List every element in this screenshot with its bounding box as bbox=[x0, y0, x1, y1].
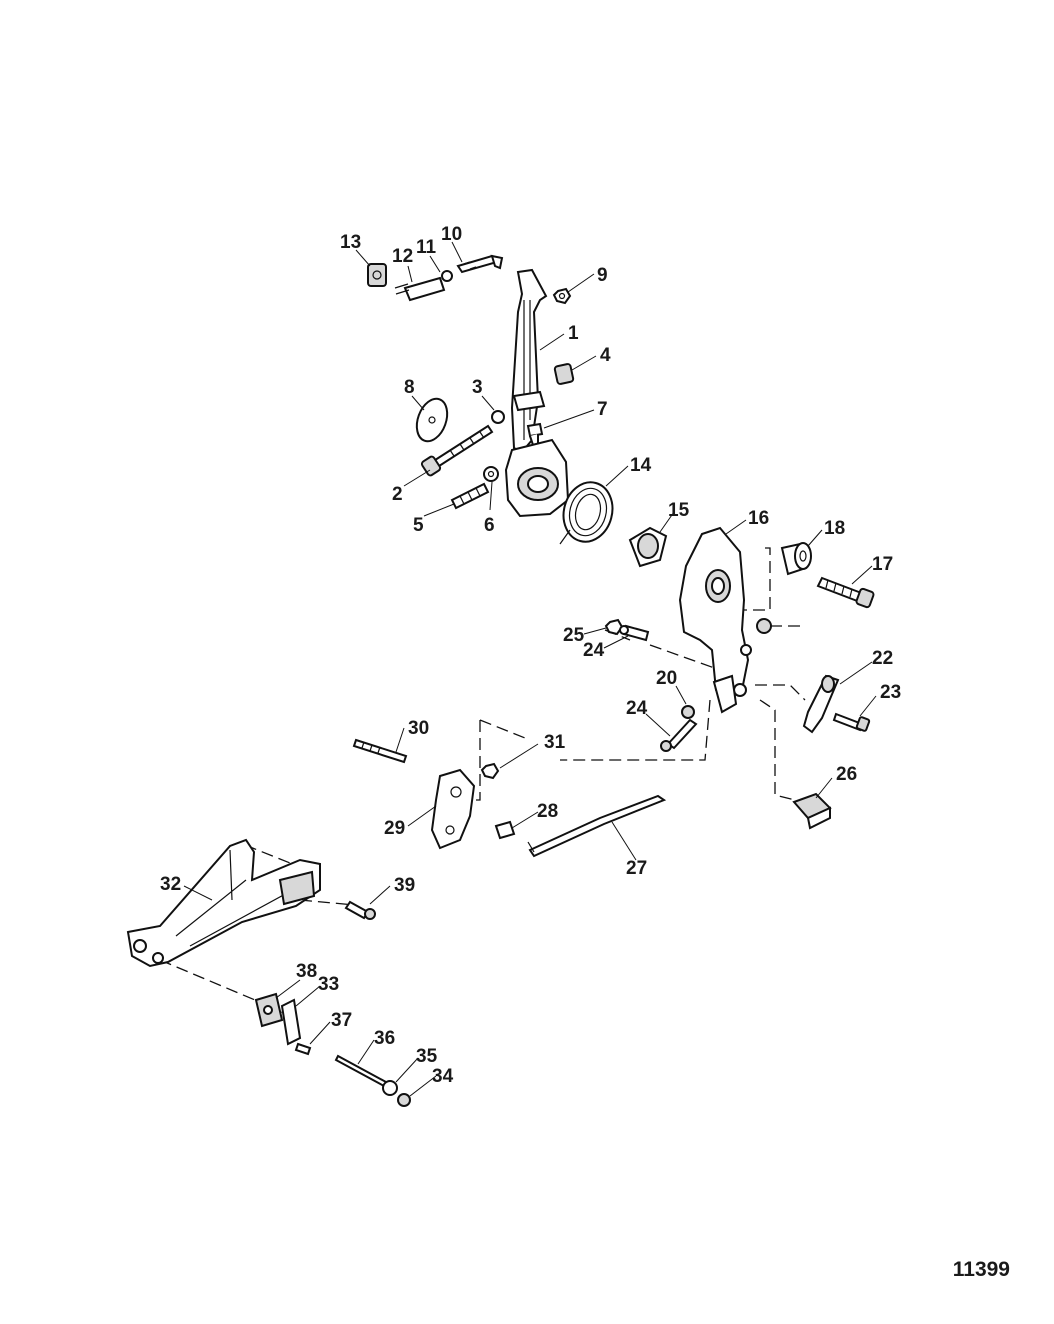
leader-lines bbox=[183, 241, 877, 1097]
callout-22: 22 bbox=[872, 648, 893, 669]
part-28-fitting bbox=[494, 820, 516, 840]
part-27-link-rod bbox=[527, 794, 667, 858]
callout-37: 37 bbox=[331, 1010, 352, 1031]
callout-1: 1 bbox=[568, 323, 579, 344]
part-32-base-bracket bbox=[126, 838, 321, 968]
callout-9: 9 bbox=[597, 265, 608, 286]
part-26-block bbox=[792, 792, 832, 830]
part-13-swivel bbox=[367, 263, 387, 287]
callout-38: 38 bbox=[296, 961, 317, 982]
callout-11: 11 bbox=[416, 237, 437, 258]
callout-15: 15 bbox=[668, 500, 690, 521]
part-33-plate bbox=[280, 998, 302, 1046]
part-25-nut bbox=[604, 618, 624, 636]
cam-plate-nut bbox=[756, 618, 772, 634]
part-20-nut bbox=[681, 705, 695, 719]
callout-24-lower: 24 bbox=[626, 698, 648, 719]
callout-labels: 13 12 11 10 9 1 4 8 3 7 14 2 5 6 15 16 1… bbox=[160, 224, 901, 1087]
callout-7: 7 bbox=[597, 399, 608, 420]
figure-number: 11399 bbox=[952, 1258, 1010, 1281]
callout-31: 31 bbox=[544, 732, 566, 753]
callout-8: 8 bbox=[404, 377, 415, 398]
part-11-nut bbox=[441, 270, 453, 282]
callout-26: 26 bbox=[836, 764, 857, 785]
part-8-washer bbox=[415, 397, 449, 443]
part-3-nut bbox=[491, 410, 505, 424]
callout-23: 23 bbox=[880, 682, 901, 703]
callout-2: 2 bbox=[392, 484, 403, 505]
part-16-cam-plate bbox=[678, 526, 752, 714]
callout-14: 14 bbox=[630, 455, 652, 476]
part-15-bushing bbox=[628, 526, 668, 568]
callout-13: 13 bbox=[340, 232, 361, 253]
part-30-stud bbox=[352, 738, 408, 764]
part-29-bracket bbox=[430, 768, 476, 850]
callout-12: 12 bbox=[392, 246, 413, 267]
callout-32: 32 bbox=[160, 874, 181, 895]
part-2-bolt bbox=[420, 424, 494, 477]
part-4-bushing bbox=[553, 363, 575, 385]
assembly-guide-lines bbox=[159, 547, 806, 1016]
callout-35: 35 bbox=[416, 1046, 438, 1067]
part-39-screw bbox=[344, 900, 376, 920]
part-6-nut bbox=[483, 466, 499, 482]
callout-18: 18 bbox=[824, 518, 845, 539]
callout-5: 5 bbox=[413, 515, 424, 536]
callout-10: 10 bbox=[441, 224, 462, 245]
callout-29: 29 bbox=[384, 818, 405, 839]
callout-28: 28 bbox=[537, 801, 558, 822]
part-35-washer bbox=[382, 1080, 398, 1096]
callout-27: 27 bbox=[626, 858, 647, 879]
callout-24-upper: 24 bbox=[583, 640, 605, 661]
part-23-bolt bbox=[832, 712, 871, 732]
callout-16: 16 bbox=[748, 508, 769, 529]
part-10-link-rod bbox=[456, 254, 504, 274]
part-24-screw-upper bbox=[619, 624, 650, 642]
callout-33: 33 bbox=[318, 974, 339, 995]
part-12-pin bbox=[394, 276, 446, 302]
callout-6: 6 bbox=[484, 515, 495, 536]
part-36-pin bbox=[334, 1054, 388, 1088]
part-18-bushing bbox=[780, 542, 812, 576]
callout-3: 3 bbox=[472, 377, 483, 398]
callout-36: 36 bbox=[374, 1028, 395, 1049]
part-37-screw bbox=[294, 1042, 312, 1056]
part-38-block bbox=[254, 992, 284, 1028]
callout-17: 17 bbox=[872, 554, 893, 575]
part-9-nut bbox=[552, 287, 572, 305]
part-24-screw-lower bbox=[660, 718, 698, 752]
part-22-link bbox=[802, 674, 840, 734]
callout-25: 25 bbox=[563, 625, 585, 646]
part-14-spring bbox=[559, 481, 614, 545]
callout-4: 4 bbox=[600, 345, 611, 366]
callout-34: 34 bbox=[432, 1066, 454, 1087]
part-1-lever-housing bbox=[504, 438, 570, 518]
callout-30: 30 bbox=[408, 718, 429, 739]
part-31-nut bbox=[480, 762, 500, 780]
part-17-bolt bbox=[816, 576, 875, 609]
part-34-nut bbox=[397, 1093, 411, 1107]
callout-20: 20 bbox=[656, 668, 677, 689]
callout-39: 39 bbox=[394, 875, 415, 896]
part-5-stud bbox=[450, 482, 490, 510]
